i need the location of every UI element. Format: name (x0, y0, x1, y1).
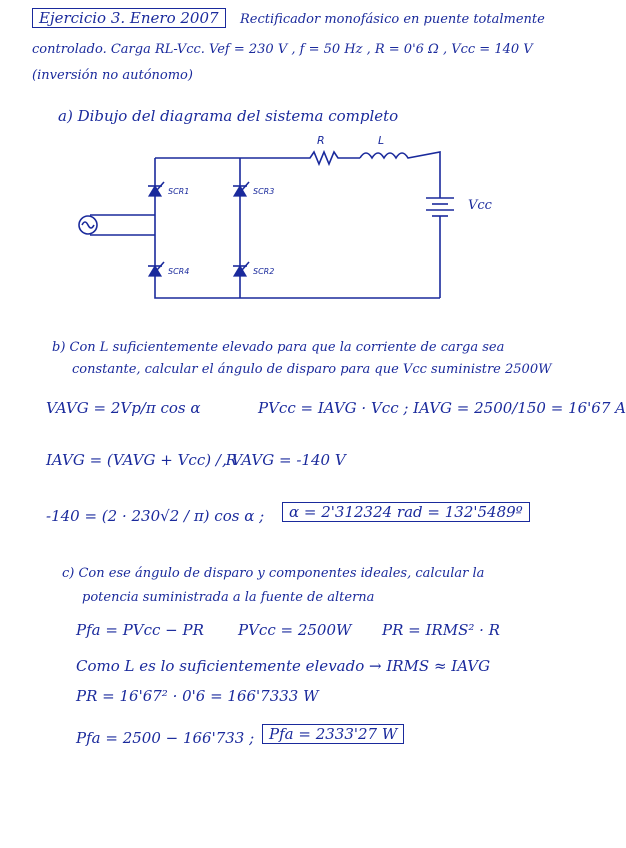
inductor-label: L (378, 134, 384, 147)
part-b-eq1-right: PVcc = IAVG · Vcc ; IAVG = 2500/150 = 16… (258, 399, 626, 417)
part-b-result: α = 2'312324 rad = 132'5489º (282, 502, 530, 522)
part-c-eq4-left: Pfa = 2500 − 166'733 ; (76, 729, 255, 747)
header-description-2: controlado. Carga RL-Vcc. Vef = 230 V , … (32, 42, 533, 57)
scr4-label: SCR4 (168, 267, 189, 276)
part-c-line2: potencia suministrada a la fuente de alt… (82, 590, 375, 605)
vcc-side-label: Vcc (468, 198, 492, 213)
part-c-eq2: Como L es lo suficientemente elevado → I… (76, 657, 491, 675)
scr4-thyristor (147, 261, 165, 277)
scr2-thyristor (232, 261, 250, 277)
part-c-eq3: PR = 16'67² · 0'6 = 166'7333 W (76, 687, 319, 705)
part-c-eq1c: PR = IRMS² · R (382, 621, 500, 639)
scr3-label: SCR3 (253, 187, 274, 196)
part-b-line2: constante, calcular el ángulo de disparo… (72, 362, 552, 377)
part-b-eq3-left: -140 = (2 · 230√2 / π) cos α ; (46, 507, 265, 525)
resistor-label: R (317, 134, 325, 147)
part-c-eq1a: Pfa = PVcc − PR (76, 621, 204, 639)
header-description-1: Rectificador monofásico en puente totalm… (240, 12, 545, 27)
part-b-line1: b) Con L suficientemente elevado para qu… (52, 340, 505, 355)
part-b-eq2-left: IAVG = (VAVG + Vcc) / R (46, 451, 237, 469)
thyristor-bridge-circuit: SCR1 SCR3 SCR4 SCR2 R L Vcc (78, 134, 454, 299)
scr1-thyristor (147, 181, 165, 197)
part-c-eq1b: PVcc = 2500W (238, 621, 352, 639)
part-b-eq1-left: VAVG = 2Vp/π cos α (46, 399, 201, 417)
part-a-heading: a) Dibujo del diagrama del sistema compl… (58, 107, 399, 125)
part-c-line1: c) Con ese ángulo de disparo y component… (62, 566, 485, 581)
exercise-title: Ejercicio 3. Enero 2007 (32, 8, 226, 28)
scr1-label: SCR1 (168, 187, 189, 196)
part-b-eq2-right: , VAVG = -140 V (222, 451, 346, 469)
part-c-result: Pfa = 2333'27 W (262, 724, 405, 744)
scr3-thyristor (232, 181, 250, 197)
header-description-3: (inversión no autónomo) (32, 68, 193, 83)
scr2-label: SCR2 (253, 267, 274, 276)
